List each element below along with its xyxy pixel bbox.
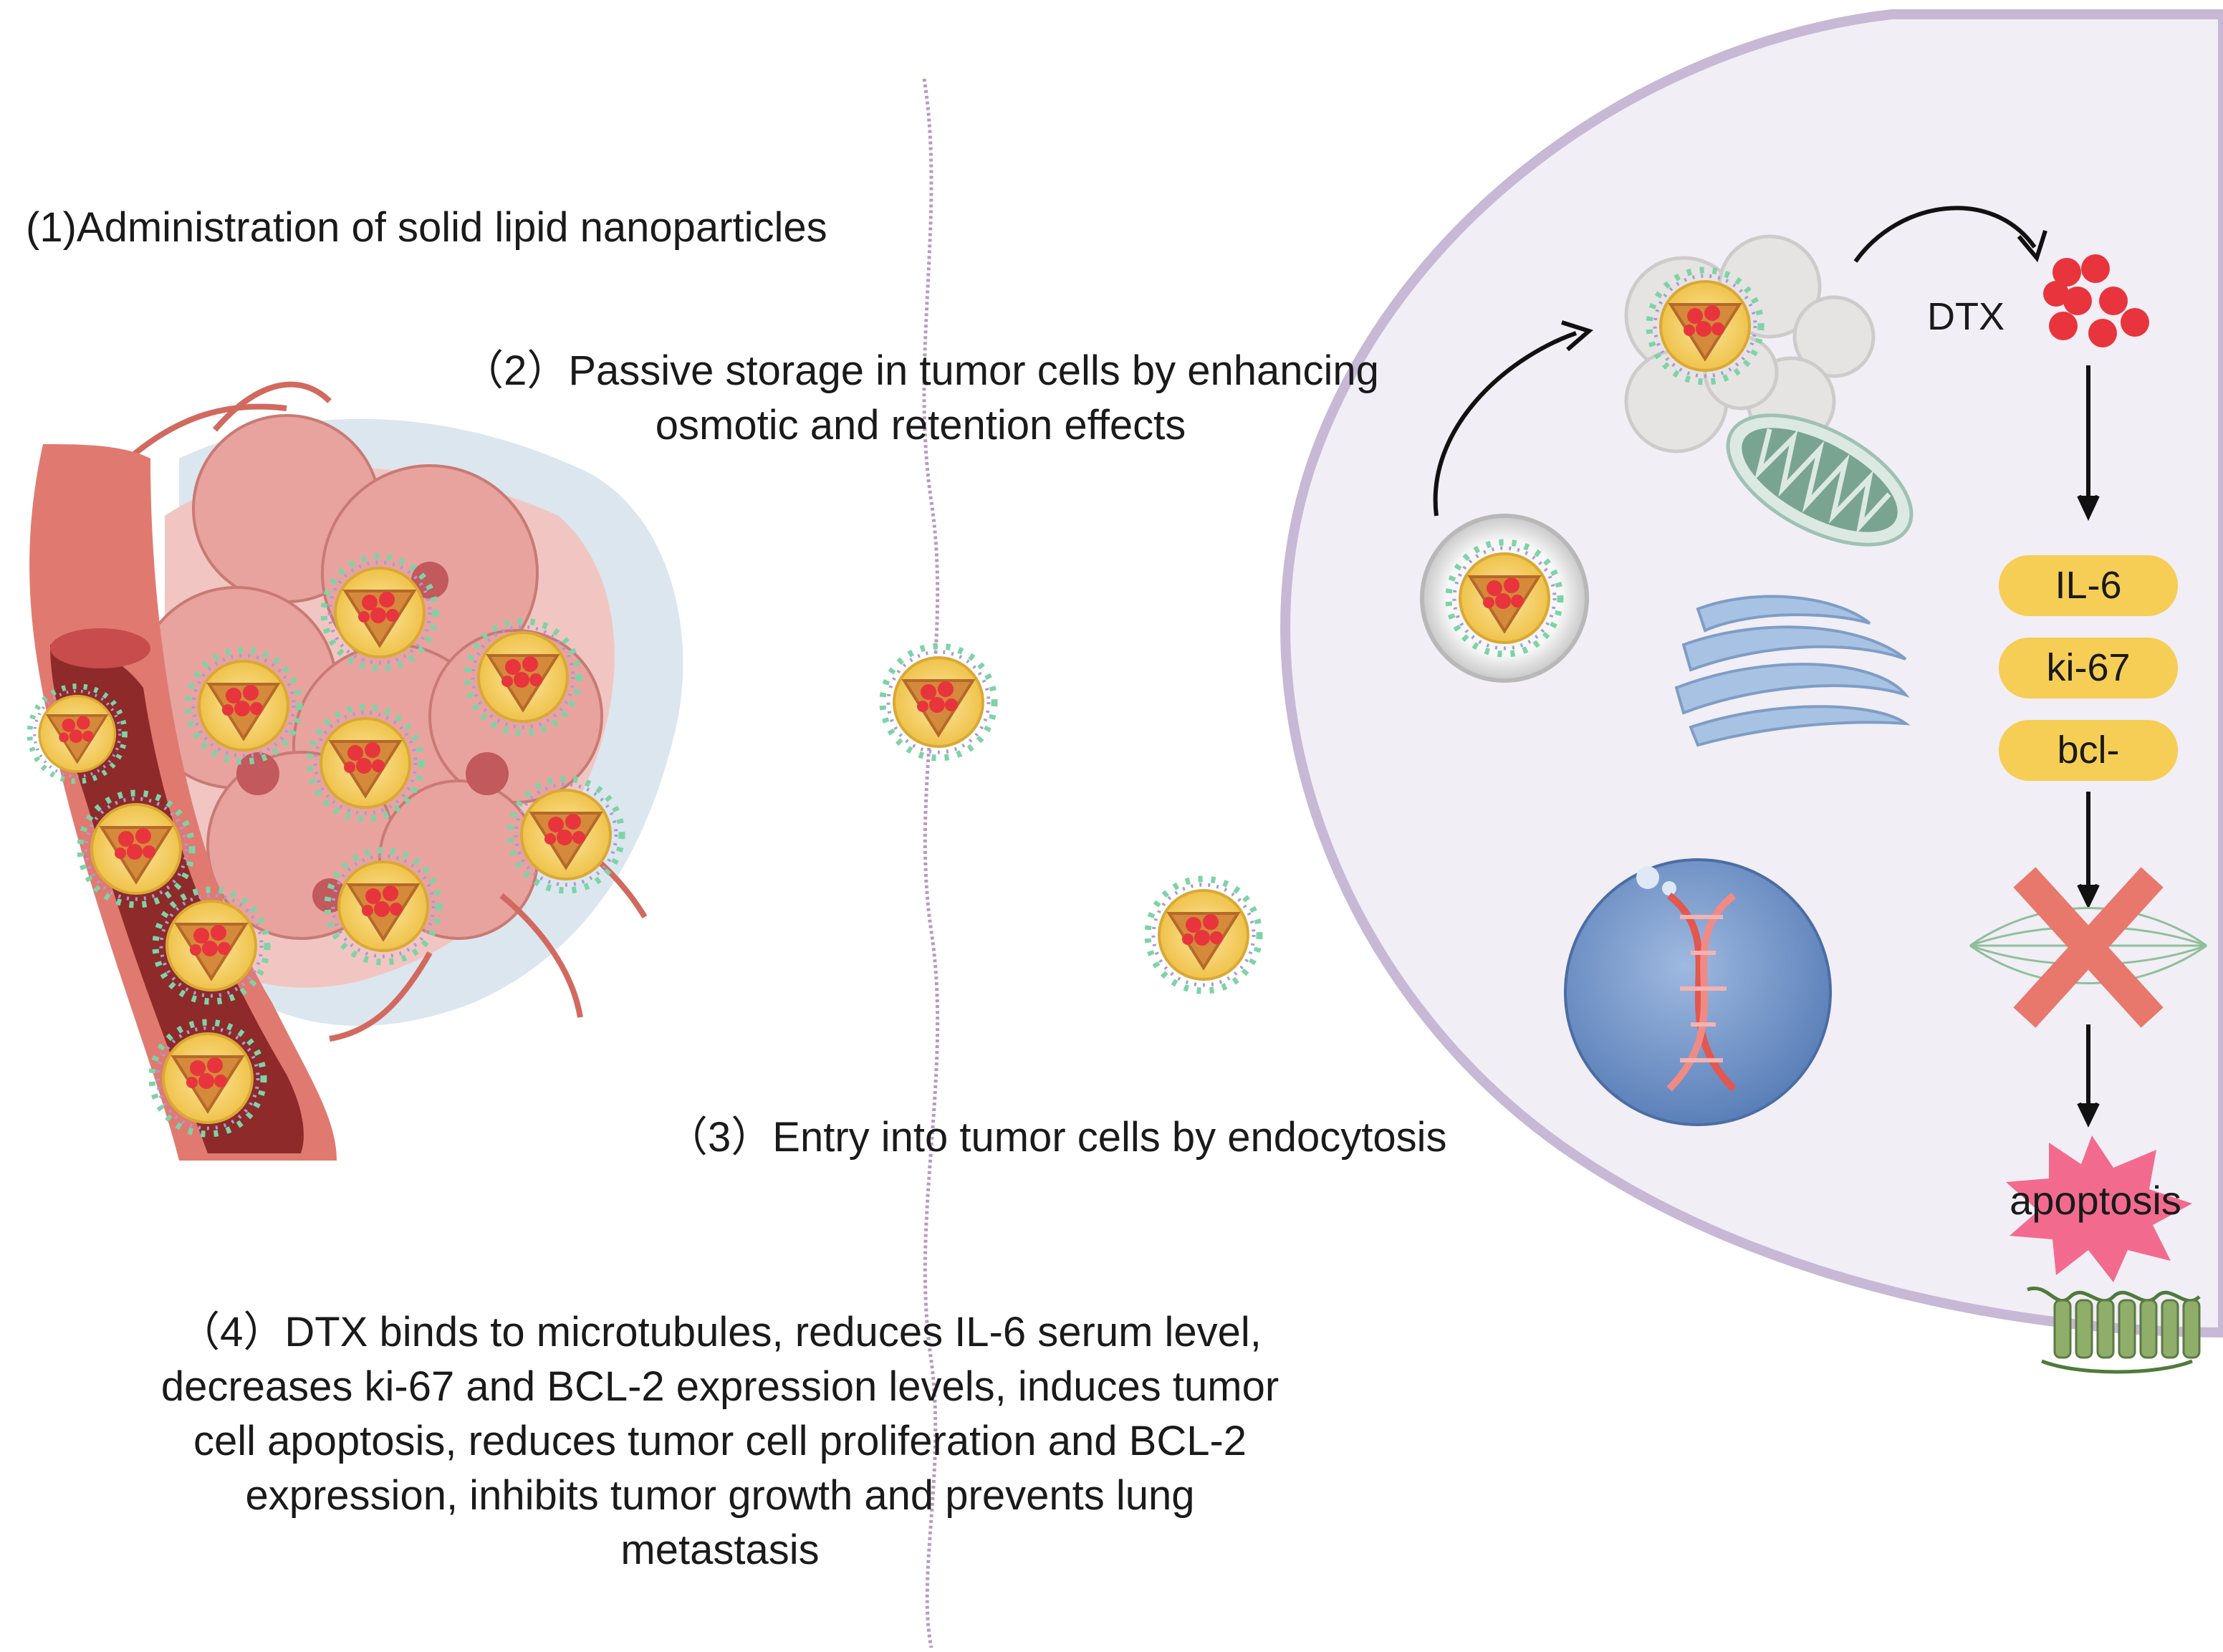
step-4-text-line1: （4）DTX binds to microtubules, reduces IL… (178, 1309, 1262, 1355)
endosome-icon (1420, 514, 1589, 683)
cross-icon (2013, 867, 2164, 1028)
step-4-text-line2: decreases ki-67 and BCL-2 expression lev… (160, 1363, 1279, 1410)
marker-label-il6: IL-6 (2055, 564, 2121, 607)
blood-vessel-icon (29, 444, 337, 1161)
arrow-icon (1433, 206, 2100, 1128)
step-4-text-line4: expression, inhibits tumor growth and pr… (245, 1472, 1195, 1519)
step-1-text: (1)Administration of solid lipid nanopar… (26, 204, 827, 251)
marker-label-ki67: ki-67 (2046, 646, 2130, 689)
marker-pills (1999, 555, 2178, 781)
dna-icon (1666, 893, 1737, 1092)
apoptosis-label: apoptosis (2010, 1178, 2181, 1223)
step-3-text: （3）Entry into tumor cells by endocytosis (666, 1114, 1447, 1161)
apoptosis-burst (2006, 1135, 2192, 1282)
drug-label: DTX (1927, 295, 2004, 338)
mitochondrion-icon (1726, 413, 1914, 547)
step-2-text-line1: （2）Passive storage in tumor cells by enh… (462, 347, 1379, 394)
receptor-icon (2027, 1286, 2201, 1374)
step-2-text-line2: osmotic and retention effects (655, 402, 1186, 448)
step-4-text-line3: cell apoptosis, reduces tumor cell proli… (193, 1418, 1247, 1464)
marker-label-bcl: bcl- (2057, 729, 2119, 772)
step-4-text-line5: metastasis (620, 1527, 820, 1573)
golgi-icon (1674, 595, 1911, 747)
drug-molecules (2043, 254, 2149, 347)
membrane-line (922, 78, 940, 1648)
